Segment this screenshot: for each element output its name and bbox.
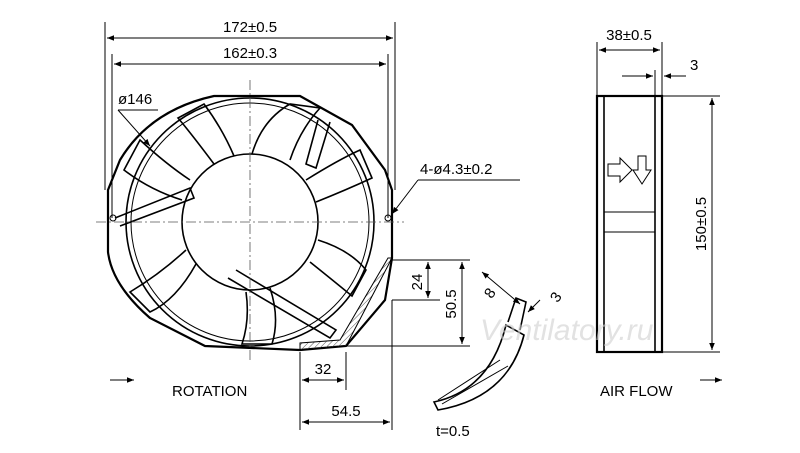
corner-h2-label: 50.5 xyxy=(443,289,460,318)
blade-thickness-label: t=0.5 xyxy=(436,423,470,440)
depth-label: 38±0.5 xyxy=(606,27,652,44)
mounting-hole-right xyxy=(384,214,392,222)
fan-blades xyxy=(122,102,374,345)
rotation-indicator: ROTATION xyxy=(110,377,247,400)
fan-frame-outline xyxy=(106,94,394,352)
blade-detail: 8 3 t=0.5 xyxy=(432,271,566,440)
corner-h1-label: 24 xyxy=(409,274,426,291)
airflow-label: AIR FLOW xyxy=(600,383,673,400)
dim-corner-heights: 24 50.5 xyxy=(346,259,470,347)
mounting-holes-label: 4-ø4.3±0.2 xyxy=(420,161,492,178)
side-hub xyxy=(603,211,656,233)
hatched-corner xyxy=(299,257,393,351)
venturi-diameter-label: ø146 xyxy=(118,91,152,108)
mounting-hole-left xyxy=(109,214,117,222)
corner-w2-label: 54.5 xyxy=(331,403,360,420)
dim-hole-spacing: 162±0.3 xyxy=(111,45,389,218)
blade-tip xyxy=(507,296,527,331)
dim-mounting-holes: 4-ø4.3±0.2 xyxy=(391,161,520,215)
blade-offset-label: 3 xyxy=(547,289,566,306)
corner-w1-label: 32 xyxy=(315,361,332,378)
overall-width-label: 172±0.5 xyxy=(223,19,277,36)
watermark: Ventilatory.ru xyxy=(480,314,654,347)
height-label: 150±0.5 xyxy=(693,197,710,251)
front-view: 172±0.5 162±0.3 xyxy=(96,19,520,430)
airflow-right-arrow-icon xyxy=(607,156,633,184)
rotation-label: ROTATION xyxy=(172,383,247,400)
support-struts xyxy=(114,119,338,340)
dim-overall-width: 172±0.5 xyxy=(104,19,396,190)
flange-label: 3 xyxy=(690,57,698,74)
side-view: 38±0.5 3 150±0.5 AIR FLOW xyxy=(595,27,722,400)
side-frame xyxy=(595,94,664,354)
blade-profile xyxy=(432,323,525,411)
airflow-down-arrow-icon xyxy=(632,155,652,185)
dim-corner-widths: 32 54.5 xyxy=(299,300,393,430)
hole-spacing-label: 162±0.3 xyxy=(223,45,277,62)
blade-width-label: 8 xyxy=(481,285,500,302)
dim-venturi-diameter: ø146 xyxy=(117,91,158,147)
